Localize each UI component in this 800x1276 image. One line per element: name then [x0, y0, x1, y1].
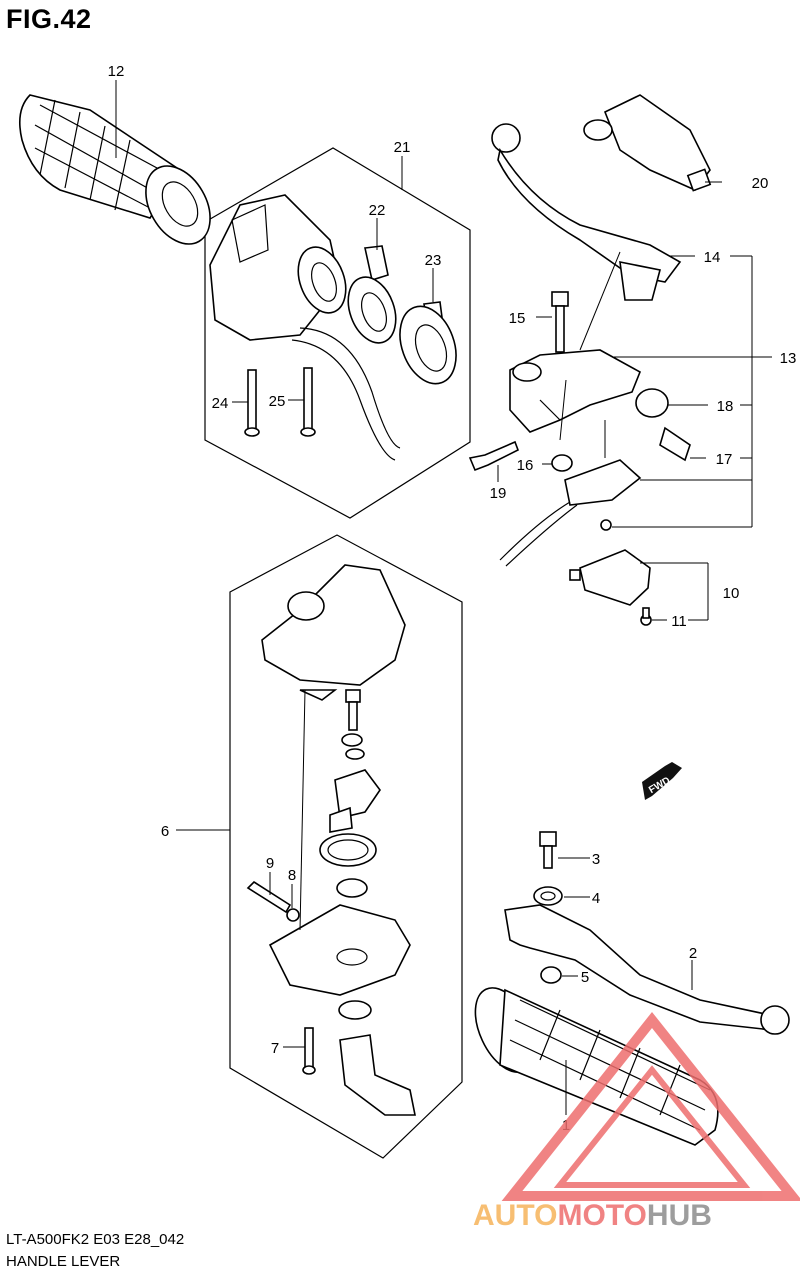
- watermark-auto: AUTO: [473, 1199, 557, 1232]
- part-3-bolt: [539, 831, 557, 869]
- callout-25: 25: [269, 393, 286, 410]
- part-16-nut: [551, 454, 573, 472]
- part-4-bushing: [533, 886, 563, 906]
- callout-labels: 1 2 3 4 5 6 7 8 9 10 11 12 13 14 15 16 1…: [108, 63, 797, 1134]
- model-code: LT-A500FK2 E03 E28_042: [6, 1231, 185, 1248]
- part-23-switch-ring: [399, 301, 457, 385]
- callout-3: 3: [592, 851, 600, 868]
- callout-8: 8: [288, 867, 296, 884]
- part-21-switch-housing: [209, 194, 401, 461]
- callout-6: 6: [161, 823, 169, 840]
- watermark-hub: HUB: [647, 1199, 712, 1232]
- callout-11: 11: [671, 613, 687, 630]
- callout-16: 16: [517, 457, 534, 474]
- callout-10: 10: [723, 585, 740, 602]
- part-24-screw: [244, 369, 260, 437]
- watermark-moto: MOTO: [557, 1199, 646, 1232]
- part-14-brake-lever: [491, 123, 682, 301]
- part-20-adjuster: [583, 94, 712, 192]
- part-25-screw: [300, 367, 316, 437]
- section-name: HANDLE LEVER: [6, 1253, 121, 1270]
- part-9-bolt: [246, 880, 292, 914]
- part-17-screw: [659, 426, 691, 462]
- callout-18: 18: [717, 398, 734, 415]
- brake-switch-assembly: [499, 459, 642, 567]
- callout-12: 12: [108, 63, 125, 80]
- group-box-21: [204, 147, 471, 519]
- callout-14: 14: [704, 249, 721, 266]
- part-2-clutch-lever: [504, 904, 790, 1035]
- part-6-throttle-housing: [261, 564, 416, 1116]
- watermark-triangle-outer: [501, 1011, 800, 1201]
- callout-9: 9: [266, 855, 274, 872]
- watermark-logo: AUTOMOTOHUB: [473, 1011, 800, 1232]
- watermark-triangle-inner: [553, 1065, 751, 1188]
- callout-23: 23: [425, 252, 442, 269]
- part-22-switch-ring: [347, 245, 397, 344]
- callout-7: 7: [271, 1040, 279, 1057]
- fwd-direction-badge: FWD: [642, 762, 682, 800]
- callout-19: 19: [490, 485, 507, 502]
- callout-15: 15: [509, 310, 526, 327]
- callout-17: 17: [716, 451, 733, 468]
- figure-title: FIG.42: [6, 4, 92, 34]
- callout-22: 22: [369, 202, 386, 219]
- callout-13: 13: [780, 350, 797, 367]
- leader-lines: [115, 80, 772, 1115]
- part-10-switch: [569, 549, 651, 606]
- group-box-6: [229, 534, 463, 1159]
- callout-2: 2: [689, 945, 697, 962]
- callout-20: 20: [752, 175, 769, 192]
- callout-5: 5: [581, 969, 589, 986]
- part-19-bolt: [468, 440, 520, 472]
- callout-24: 24: [212, 395, 229, 412]
- callout-4: 4: [592, 890, 600, 907]
- part-11-screw: [640, 607, 652, 626]
- part-15-pivot-bolt: [551, 291, 569, 353]
- part-8-nut: [286, 908, 300, 922]
- part-12-left-grip: [19, 94, 211, 245]
- part-13-lever-bracket: [509, 349, 642, 433]
- part-7-screw: [302, 1027, 316, 1075]
- callout-21: 21: [394, 139, 411, 156]
- part-18-adjust-wheel: [635, 388, 669, 418]
- part-5-nut: [540, 966, 562, 984]
- watermark-text: AUTOMOTOHUB: [473, 1199, 712, 1232]
